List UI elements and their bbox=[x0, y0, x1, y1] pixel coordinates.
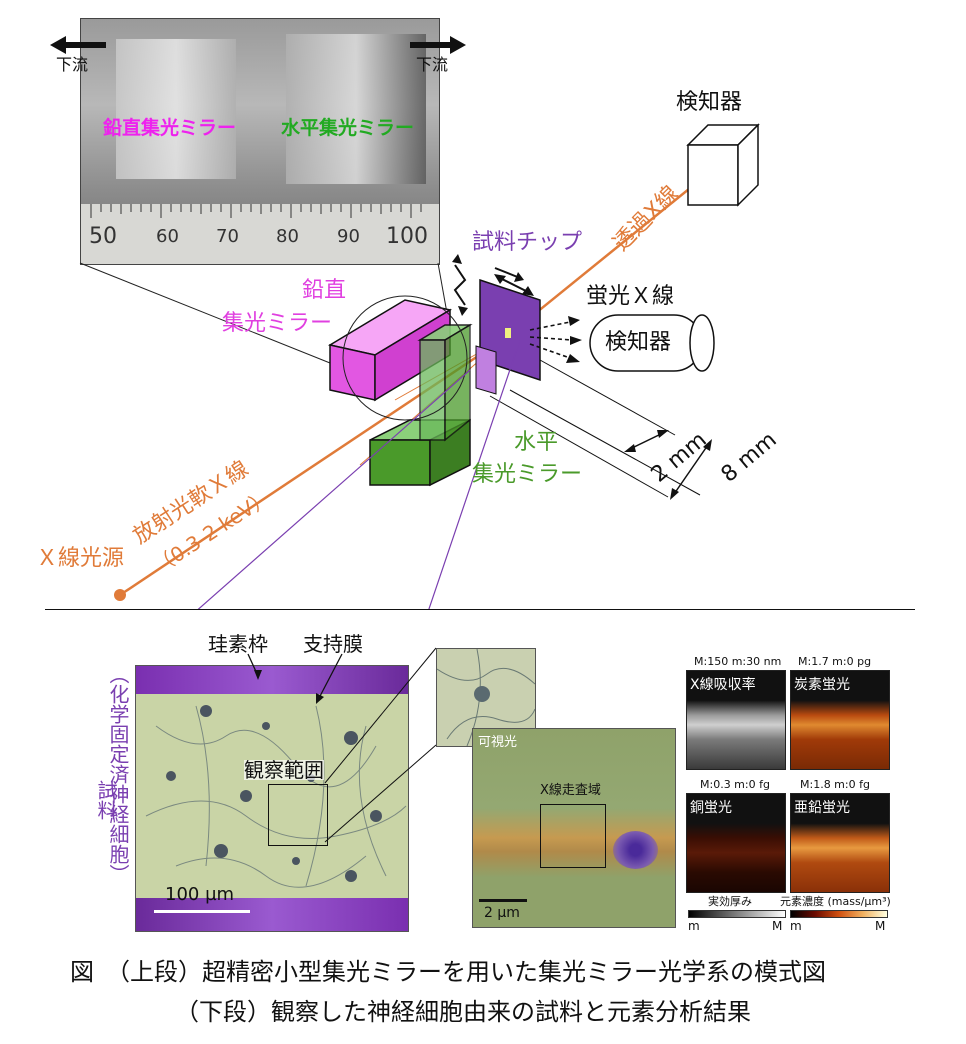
sample-vertical-label-2: （化学固定済神経細胞） bbox=[106, 664, 130, 884]
map-label-3: 亜鉛蛍光 bbox=[794, 800, 850, 816]
caption-line-2: （下段）観察した神経細胞由来の試料と元素分析結果 bbox=[175, 998, 751, 1026]
colorbar-M-right: M bbox=[875, 919, 886, 933]
optics-schematic bbox=[45, 123, 915, 610]
downstream-right-label: 下流 bbox=[416, 55, 449, 74]
xray-scan-label: X線走査域 bbox=[540, 783, 601, 798]
ruler-tick-80: 80 bbox=[276, 226, 299, 247]
sample-vertical-label-1: 試料 bbox=[94, 780, 118, 820]
ruler-tick-50: 50 bbox=[89, 224, 117, 249]
horizontal-mirror-block bbox=[286, 34, 426, 184]
mirror-vertical-label: 鉛直集光ミラー bbox=[103, 117, 237, 139]
blue-spot bbox=[613, 831, 658, 869]
map-zinc bbox=[790, 793, 890, 893]
observation-area-label: 観察範囲 bbox=[244, 758, 324, 782]
horizontal-mirror-label-2: 集光ミラー bbox=[472, 462, 583, 487]
vertical-mirror-label-1: 鉛直 bbox=[302, 278, 347, 303]
map-carbon bbox=[790, 670, 890, 770]
scalebar-100-label: 100 µm bbox=[165, 884, 235, 905]
ruler-tick-60: 60 bbox=[156, 226, 179, 247]
sample-chip-label: 試料チップ bbox=[472, 230, 583, 255]
colorbar-M-left: M bbox=[772, 919, 783, 933]
xray-scan-box bbox=[540, 804, 606, 868]
visible-light-image bbox=[472, 728, 676, 928]
map-label-0: X線吸収率 bbox=[690, 677, 756, 693]
ruler: 50 60 70 80 90 100 bbox=[81, 204, 439, 264]
detector-side-label: 検知器 bbox=[605, 330, 672, 355]
scalebar-2-label: 2 µm bbox=[484, 905, 520, 921]
silicon-frame-bottom bbox=[136, 898, 408, 931]
scalebar-2 bbox=[479, 899, 527, 902]
downstream-right bbox=[410, 36, 466, 58]
visible-light-label: 可視光 bbox=[478, 735, 518, 750]
concentration-label: 元素濃度 (mass/µm³) bbox=[780, 895, 891, 908]
map-label-2: 銅蛍光 bbox=[690, 800, 732, 816]
mirror-photo: 50 60 70 80 90 100 鉛直集光ミラー 水平集光ミラー bbox=[80, 18, 440, 265]
horizontal-mirror-label-1: 水平 bbox=[514, 430, 559, 455]
scalebar-100 bbox=[154, 910, 250, 913]
fluorescence-xray-label: 蛍光Ｘ線 bbox=[586, 284, 675, 309]
vertical-mirror-label-2: 集光ミラー bbox=[222, 311, 333, 336]
thickness-label: 実効厚み bbox=[708, 895, 752, 908]
colorbar-m-right: m bbox=[790, 919, 802, 933]
downstream-left-label: 下流 bbox=[56, 55, 89, 74]
map-label-1: 炭素蛍光 bbox=[794, 677, 850, 693]
map-range-1: M:1.7 m:0 pg bbox=[798, 655, 872, 668]
mirror-horizontal-label: 水平集光ミラー bbox=[281, 117, 415, 139]
detector-top-label: 検知器 bbox=[676, 90, 743, 115]
silicon-frame-label: 珪素枠 bbox=[208, 632, 268, 656]
colorbar-m-left: m bbox=[688, 919, 700, 933]
concentration-colorbar bbox=[790, 910, 888, 918]
map-copper bbox=[686, 793, 786, 893]
map-range-2: M:0.3 m:0 fg bbox=[700, 778, 770, 791]
map-range-0: M:150 m:30 nm bbox=[694, 655, 782, 668]
support-membrane-label: 支持膜 bbox=[303, 632, 363, 656]
ruler-tick-100: 100 bbox=[386, 224, 428, 249]
caption-line-1: 図 （上段）超精密小型集光ミラーを用いた集光ミラー光学系の模式図 bbox=[70, 958, 826, 986]
map-range-3: M:1.8 m:0 fg bbox=[800, 778, 870, 791]
thickness-colorbar bbox=[688, 910, 786, 918]
downstream-left bbox=[50, 36, 106, 58]
map-xray-absorption bbox=[686, 670, 786, 770]
xray-source-label: Ｘ線光源 bbox=[36, 546, 125, 571]
observation-area-box bbox=[268, 784, 328, 846]
vertical-mirror-block bbox=[116, 39, 236, 179]
ruler-tick-70: 70 bbox=[216, 226, 239, 247]
ruler-tick-90: 90 bbox=[337, 226, 360, 247]
